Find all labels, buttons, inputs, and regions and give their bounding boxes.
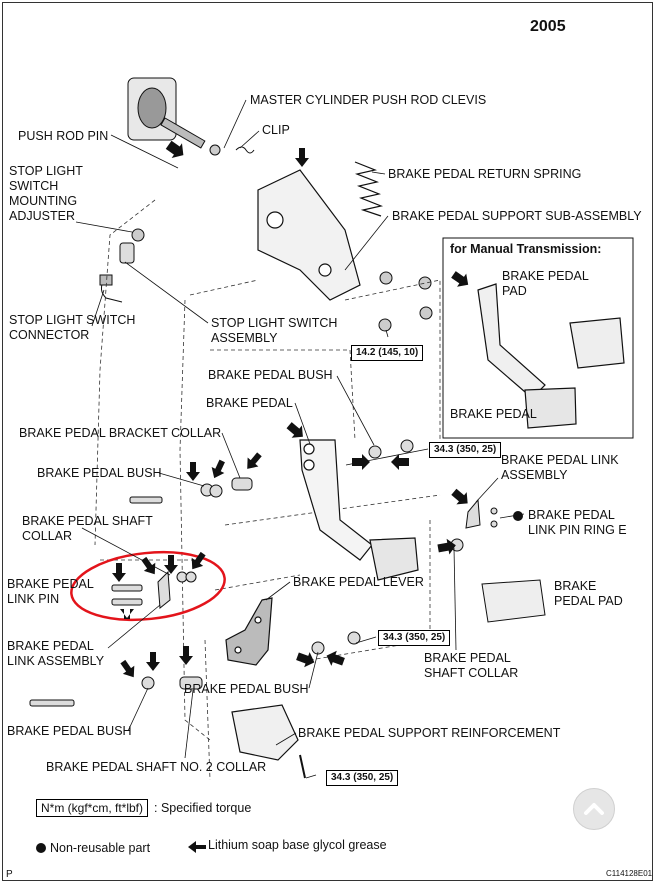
- stop-light-switch: [99, 242, 135, 303]
- label-pedal-bush-bottom: BRAKE PEDAL BUSH: [7, 724, 132, 738]
- non-reusable-dot-icon: [513, 511, 523, 521]
- label-link-pin-ring: BRAKE PEDAL LINK PIN RING E: [528, 508, 627, 537]
- label-pedal-lever: BRAKE PEDAL LEVER: [293, 575, 424, 589]
- return-spring: [354, 161, 384, 217]
- label-master-cylinder-clevis: MASTER CYLINDER PUSH ROD CLEVIS: [250, 93, 487, 107]
- grease-arrows: [112, 140, 469, 678]
- figure-code: C114128E01: [606, 869, 653, 878]
- support-nuts: [131, 228, 433, 332]
- label-link-assembly-right: BRAKE PEDAL LINK ASSEMBLY: [501, 453, 619, 482]
- label-link-assembly-left: BRAKE PEDAL LINK ASSEMBLY: [7, 639, 105, 668]
- legend-grease: Lithium soap base glycol grease: [208, 838, 387, 852]
- label-link-pin: BRAKE PEDAL LINK PIN: [7, 577, 94, 606]
- inset-pedal-label: BRAKE PEDAL: [450, 407, 537, 421]
- label-pedal-pad-right: BRAKE PEDAL PAD: [554, 579, 623, 608]
- non-reusable-dot-icon: [36, 843, 46, 853]
- grease-arrow-icon: [188, 841, 206, 853]
- label-clip: CLIP: [262, 123, 290, 137]
- bolts: [29, 496, 163, 707]
- torque-spec-1: 14.2 (145, 10): [351, 345, 424, 361]
- bushes-collars: [141, 439, 464, 690]
- support-reinforcement-part: [231, 704, 306, 779]
- master-cylinder: [127, 77, 255, 156]
- inset-frame: [442, 237, 634, 439]
- brake-pedal-pad-part: [481, 579, 546, 623]
- label-pedal-bush-mid: BRAKE PEDAL BUSH: [184, 682, 309, 696]
- label-shaft-no2-collar: BRAKE PEDAL SHAFT NO. 2 COLLAR: [46, 760, 267, 774]
- torque-spec-3: 34.3 (350, 25): [378, 630, 451, 646]
- legend-unit-box: N*m (kgf*cm, ft*lbf): [36, 799, 149, 817]
- label-brake-pedal: BRAKE PEDAL: [206, 396, 293, 410]
- label-stop-light-assembly: STOP LIGHT SWITCH ASSEMBLY: [211, 316, 338, 345]
- right-link-assembly: [465, 498, 498, 529]
- label-stop-light-connector: STOP LIGHT SWITCH CONNECTOR: [9, 313, 136, 342]
- label-shaft-collar-left: BRAKE PEDAL SHAFT COLLAR: [22, 514, 153, 543]
- pedal-lever-part: [225, 597, 273, 666]
- label-pedal-bush-top: BRAKE PEDAL BUSH: [208, 368, 333, 382]
- torque-spec-4: 34.3 (350, 25): [326, 770, 399, 786]
- inset-title: for Manual Transmission:: [450, 242, 602, 256]
- scroll-to-top-button[interactable]: [573, 788, 615, 830]
- label-shaft-collar-right: BRAKE PEDAL SHAFT COLLAR: [424, 651, 519, 680]
- label-support-sub-assembly: BRAKE PEDAL SUPPORT SUB-ASSEMBLY: [392, 209, 642, 223]
- page-mark: P: [6, 869, 13, 880]
- label-return-spring: BRAKE PEDAL RETURN SPRING: [388, 167, 582, 181]
- label-push-rod-pin: PUSH ROD PIN: [18, 129, 109, 143]
- chevron-up-icon: [584, 803, 604, 815]
- highlight-ellipse: [70, 550, 226, 622]
- label-bracket-collar: BRAKE PEDAL BRACKET COLLAR: [19, 426, 222, 440]
- brake-pedal-part: [299, 439, 419, 581]
- model-year: 2005: [530, 18, 566, 35]
- link-pin-group: [111, 570, 197, 609]
- legend-non-reusable: Non-reusable part: [50, 841, 151, 855]
- label-stop-light-adjuster: STOP LIGHT SWITCH MOUNTING ADJUSTER: [9, 164, 83, 223]
- legend-unit-text: : Specified torque: [154, 801, 252, 815]
- inset-pad-label: BRAKE PEDAL PAD: [502, 269, 589, 298]
- inset-pedal-drawing: [477, 283, 625, 429]
- label-support-reinforcement: BRAKE PEDAL SUPPORT REINFORCEMENT: [298, 726, 561, 740]
- torque-spec-2: 34.3 (350, 25): [429, 442, 502, 458]
- support-sub-assembly: [257, 169, 361, 301]
- label-pedal-bush-left: BRAKE PEDAL BUSH: [37, 466, 162, 480]
